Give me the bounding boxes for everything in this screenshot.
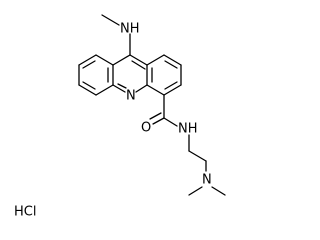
hydrochloride-label: HCl: [14, 205, 36, 220]
carbonyl-oxygen-label: O: [141, 121, 151, 136]
methylamino-nh-label: NH: [120, 22, 140, 37]
ring-nitrogen-label: N: [126, 89, 136, 104]
chemical-structure-diagram: NH N O NH N HCl: [14, 14, 226, 220]
amide-nh-label: NH: [178, 122, 198, 137]
atom-labels: NH N O NH N: [120, 22, 212, 188]
bond-lines: [78, 14, 226, 196]
dimethylamino-nitrogen-label: N: [202, 173, 212, 188]
